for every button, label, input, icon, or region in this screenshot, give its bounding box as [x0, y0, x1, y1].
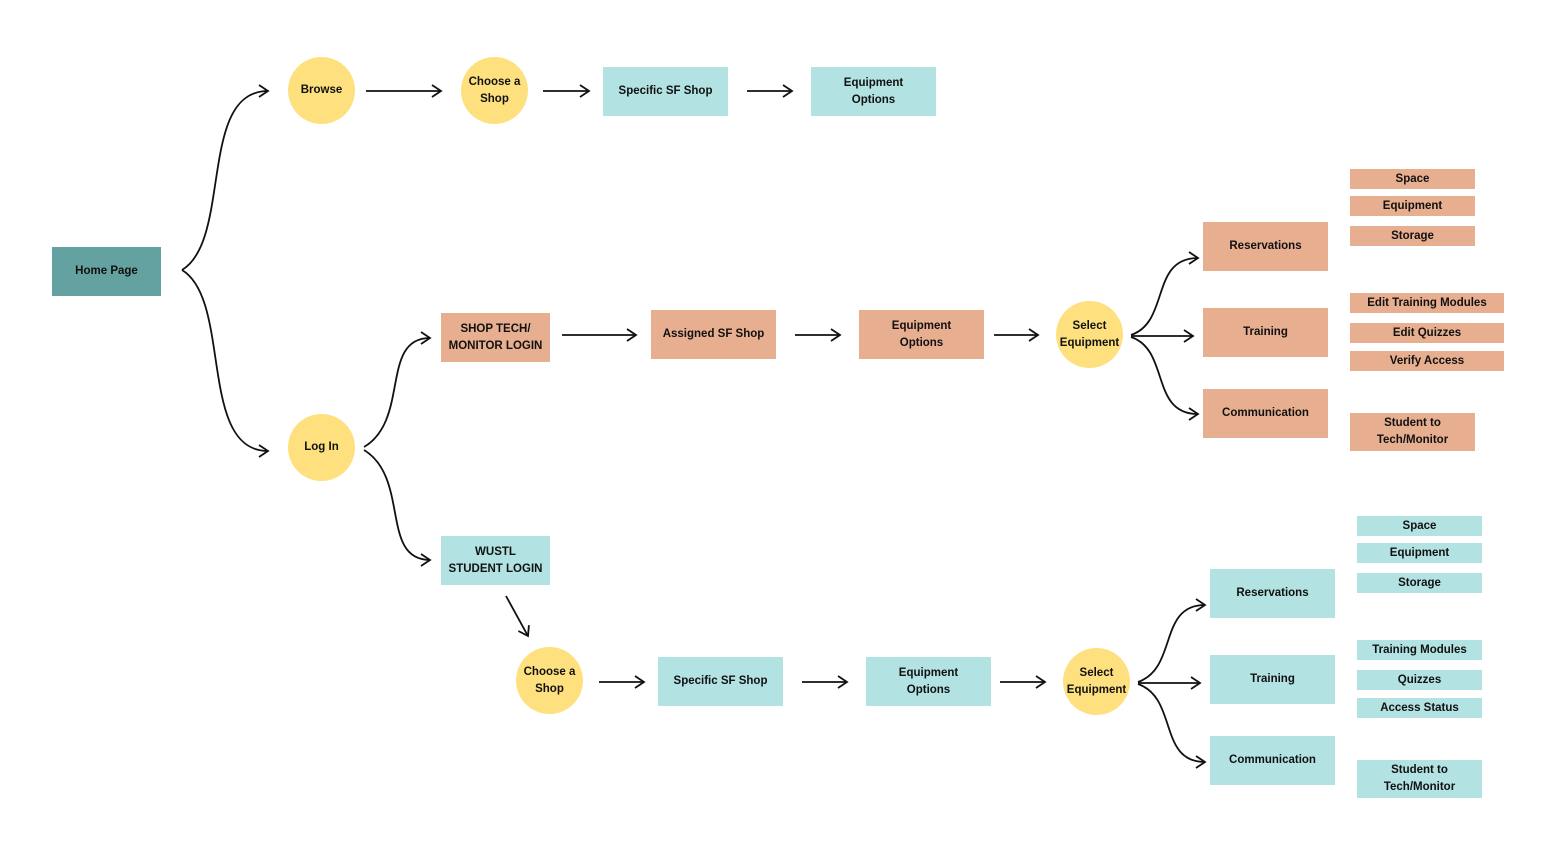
tech-verify-access-node: Verify Access [1350, 351, 1504, 371]
tech-edit-quizzes-node: Edit Quizzes [1350, 323, 1504, 343]
connector-tech-select-to-communication [1130, 336, 1200, 421]
tech-training-node: Training [1203, 308, 1328, 357]
connector-student-select-to-reservations [1137, 598, 1207, 683]
student-specific-shop-node: Specific SF Shop [658, 657, 783, 706]
student-storage-node: Storage [1357, 573, 1482, 593]
student-training-node: Training [1210, 655, 1335, 704]
connector-tech-select-to-reservations [1130, 251, 1200, 336]
tech-reservations-node: Reservations [1203, 222, 1328, 271]
student-equipment-node: Equipment [1357, 543, 1482, 563]
connector-login-to-tech-login [363, 331, 432, 448]
student-login-node: WUSTL STUDENT LOGIN [441, 536, 550, 585]
tech-storage-node: Storage [1350, 226, 1475, 246]
student-quizzes-node: Quizzes [1357, 670, 1482, 690]
student-space-node: Space [1357, 516, 1482, 536]
student-equipment-options-node: Equipment Options [866, 657, 991, 706]
connector-home-to-browse [181, 84, 270, 271]
tech-space-node: Space [1350, 169, 1475, 189]
student-choose-shop-node: Choose a Shop [516, 647, 583, 714]
tech-login-node: SHOP TECH/ MONITOR LOGIN [441, 313, 550, 362]
connector-student-login-to-choose-shop [505, 595, 530, 638]
tech-student-to-tech-node: Student to Tech/Monitor [1350, 413, 1475, 451]
connector-login-to-student-login [363, 449, 432, 567]
connector-student-select-to-communication [1137, 683, 1207, 769]
browse-specific-shop-node: Specific SF Shop [603, 67, 728, 116]
student-communication-node: Communication [1210, 736, 1335, 785]
tech-equipment-node: Equipment [1350, 196, 1475, 216]
home-page-node: Home Page [52, 247, 161, 296]
student-access-status-node: Access Status [1357, 698, 1482, 718]
connector-home-to-login [181, 269, 270, 458]
student-student-to-tech-node: Student to Tech/Monitor [1357, 760, 1482, 798]
browse-choose-shop-node: Choose a Shop [461, 57, 528, 124]
tech-equipment-options-node: Equipment Options [859, 310, 984, 359]
tech-communication-node: Communication [1203, 389, 1328, 438]
student-training-modules-node: Training Modules [1357, 640, 1482, 660]
browse-node: Browse [288, 57, 355, 124]
student-reservations-node: Reservations [1210, 569, 1335, 618]
browse-equipment-options-node: Equipment Options [811, 67, 936, 116]
student-select-equipment-node: Select Equipment [1063, 648, 1130, 715]
tech-assigned-shop-node: Assigned SF Shop [651, 310, 776, 359]
login-node: Log In [288, 414, 355, 481]
tech-select-equipment-node: Select Equipment [1056, 301, 1123, 368]
tech-edit-training-modules-node: Edit Training Modules [1350, 293, 1504, 313]
